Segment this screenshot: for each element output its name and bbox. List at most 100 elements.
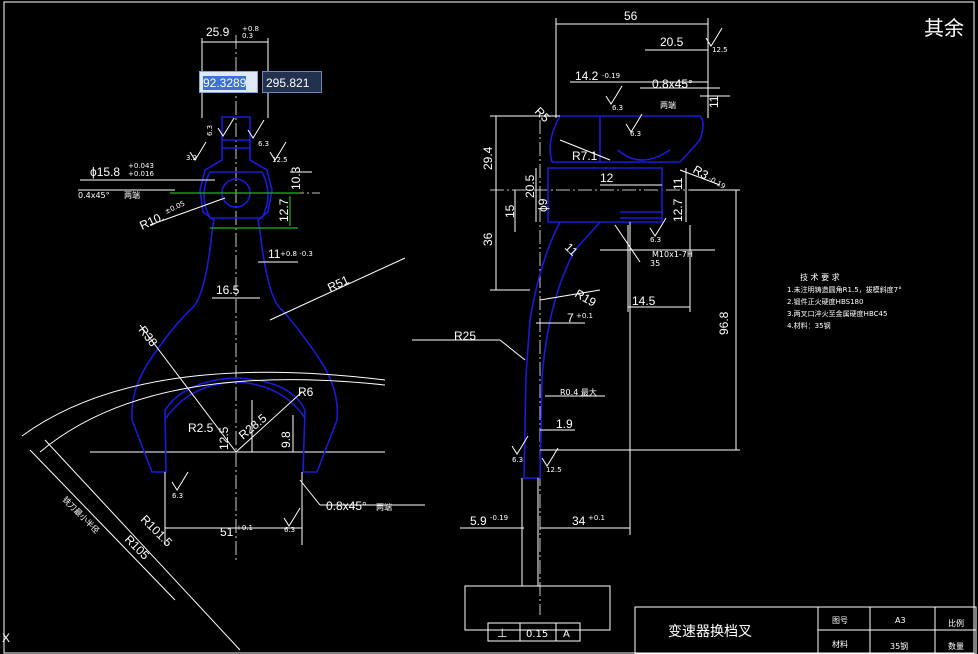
dim-chamfer: 0.4x45° <box>78 191 110 200</box>
dim-w11: 11 <box>268 247 281 261</box>
leader-r105 <box>44 439 241 651</box>
dim-h127: 12.7 <box>671 198 685 222</box>
dynamic-input-x[interactable]: 92.3289 <box>199 71 258 93</box>
fork-outline <box>131 116 339 473</box>
dim-h98: 9.8 <box>279 431 293 448</box>
dim-r105: R105 <box>122 532 152 562</box>
ext-line <box>614 224 641 263</box>
feature-control-frame: ⊥ 0.15 A <box>487 622 581 642</box>
arc-r1015 <box>21 371 386 437</box>
leader-r38 <box>139 324 237 453</box>
roughness-symbol: 6.3 <box>649 217 667 244</box>
tol: +0.8 -0.3 <box>280 250 313 258</box>
dim-h36: 36 <box>481 232 495 246</box>
dynamic-input-y[interactable]: 295.821 <box>262 71 322 93</box>
dim-thread: M10x1-7H <box>652 250 693 259</box>
dim-r04: R0.4 最大 <box>560 387 597 397</box>
dim-w145: 14.5 <box>632 294 656 308</box>
dim-r38: R38 <box>136 323 161 349</box>
tol: +0.1 <box>576 312 593 320</box>
dim-h968: 96.8 <box>717 311 731 335</box>
fcf-tolerance: 0.15 <box>526 629 548 640</box>
arc-r105 <box>39 379 386 453</box>
dim-w7: 7 <box>567 311 574 325</box>
ra-value: 6.3 <box>650 236 661 244</box>
dim-h125: 12.5 <box>217 426 231 450</box>
dim-r51: R51 <box>325 273 351 295</box>
label-drawing-no: 图号 <box>832 616 848 625</box>
perpendicularity-symbol: ⊥ <box>497 626 507 640</box>
ra-value: 6.3 <box>284 526 295 534</box>
note-item-4: 4.材料：35钢 <box>787 321 831 330</box>
roughness-symbol: 12.5 <box>269 141 288 164</box>
dim-w11-r: 11 <box>562 240 581 259</box>
note-item-1: 1.未注明铸造圆角R1.5，拔模斜度7° <box>787 285 902 294</box>
roughness-symbol: 12.5 <box>705 27 728 54</box>
dim-w142: 14.2 <box>575 69 599 83</box>
roughness-symbol: 6.3 <box>247 119 269 148</box>
notes-title: 技 术 要 求 <box>800 272 840 282</box>
dim-w12: 12 <box>600 171 614 185</box>
dim-r6: R6 <box>298 385 314 399</box>
dim-r71: R7.1 <box>572 149 598 163</box>
title-block: 变速器换档叉 图号 A3 比例 材料 35钢 数量 <box>634 606 977 654</box>
fcf-datum: A <box>563 629 570 640</box>
ra-value: 3.2 <box>186 154 197 162</box>
dim-r2: R2.5 <box>188 421 214 435</box>
tol: +0.1 <box>236 524 253 532</box>
note-item-3: 3.两叉口淬火至金属硬度HBC45 <box>787 309 887 318</box>
note-item-2: 2.锻件正火硬度HBS180 <box>787 297 863 306</box>
dim-chamfer-note: 两端 <box>124 190 140 200</box>
fork-arm <box>523 221 601 479</box>
roughness-symbol: 3.2 <box>186 141 207 162</box>
tol-upper: +0.043 <box>128 162 154 170</box>
dim-r5: R5 <box>532 104 553 125</box>
dim-r3: R3 <box>691 162 712 182</box>
dim-w51: 51 <box>220 525 234 539</box>
hub-boss <box>203 171 269 219</box>
drawing-frame <box>3 1 975 654</box>
dim-d9: ϕ9 <box>536 198 550 212</box>
label-qty: 数量 <box>948 641 964 651</box>
dim-chamfer2: 0.8x45° <box>326 499 367 513</box>
dim-w16: 16.5 <box>216 283 240 297</box>
roughness-symbol: 6.3 <box>511 435 529 464</box>
dim-chamfer-r: 0.8x45° <box>652 77 693 91</box>
fixture-body <box>464 585 611 631</box>
ra-value: 12.5 <box>546 466 562 474</box>
label-material: 材料 <box>832 639 848 649</box>
part-name: 变速器换档叉 <box>668 623 752 639</box>
ra-value: 6.3 <box>612 104 623 112</box>
roughness-symbol: 6.3 <box>283 507 301 534</box>
leader-r71 <box>559 139 611 161</box>
dim-r19: R19 <box>573 286 599 309</box>
roughness-symbol: 6.3 <box>206 117 235 137</box>
left-view: 25.9 +0.8 0.3 ϕ15.8 +0.043 +0.016 0.4x45… <box>21 25 425 651</box>
dim-h11: 11 <box>707 95 721 108</box>
tool-radius-note: 铣刀最小半径 <box>61 494 102 535</box>
dynamic-input-x-value[interactable]: 92.3289 <box>203 76 247 90</box>
dim-h205: 20.5 <box>523 174 537 198</box>
tol: -0.19 <box>707 175 727 191</box>
dim-w35: 35 <box>650 259 660 268</box>
leader-r25-tip <box>499 339 526 361</box>
ra-value: 12.5 <box>272 156 288 164</box>
dim-w19: 1.9 <box>556 417 573 431</box>
technical-requirements: 技 术 要 求 1.未注明铸造圆角R1.5，拔模斜度7° 2.锻件正火硬度HBS… <box>787 272 902 330</box>
tol: -0.19 <box>602 72 620 80</box>
ra-value: 6.3 <box>172 492 183 500</box>
dim-w56: 56 <box>624 9 638 23</box>
tol-lower: +0.016 <box>128 170 154 178</box>
ra-value: 6.3 <box>258 140 269 148</box>
leader-r19 <box>539 289 601 301</box>
dim-bore: ϕ15.8 <box>90 165 120 179</box>
dim-r10: R10. <box>137 209 166 232</box>
ra-value: 12.5 <box>712 46 728 54</box>
dim-h103: 10.3 <box>289 166 303 190</box>
ra-value: 6.3 <box>512 456 523 464</box>
dim-r25: R25 <box>454 329 476 343</box>
label-scale: 比例 <box>948 618 964 628</box>
boss-block <box>547 167 663 223</box>
ra-value: 6.3 <box>630 130 641 138</box>
